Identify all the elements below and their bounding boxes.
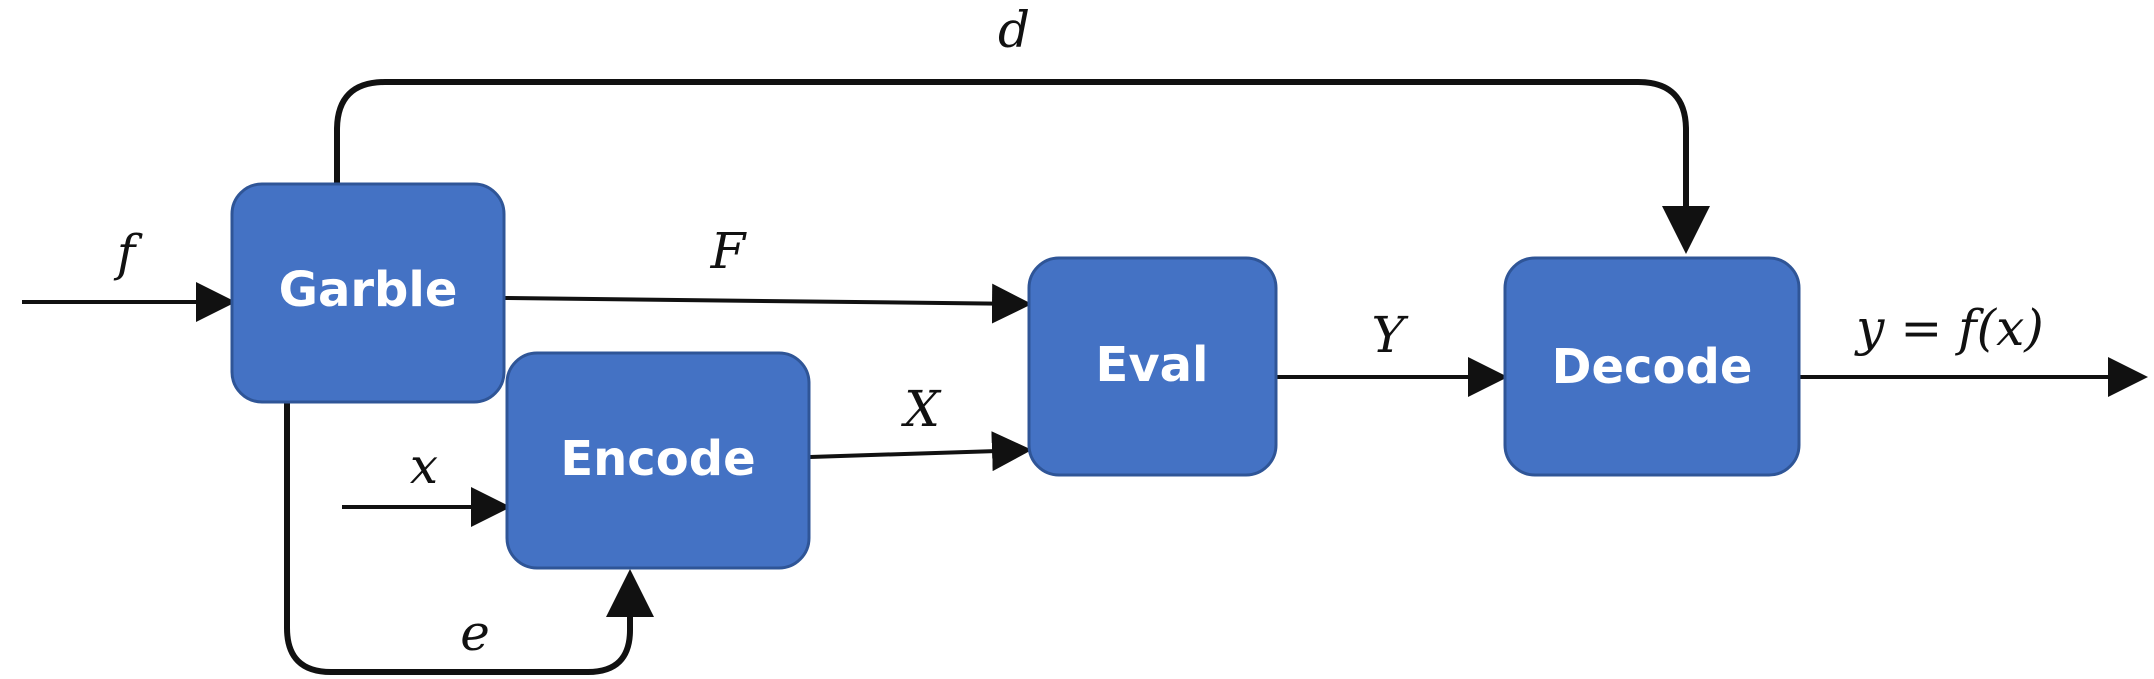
label-x-input: x bbox=[410, 437, 438, 495]
label-X: X bbox=[900, 380, 942, 438]
decode-box: Decode bbox=[1503, 256, 1801, 477]
label-F: F bbox=[710, 222, 748, 280]
garble-label: Garble bbox=[279, 262, 458, 318]
label-e: e bbox=[460, 604, 490, 662]
label-output: y = f(x) bbox=[1854, 299, 2044, 357]
arrow-e-garble-to-encode bbox=[284, 402, 654, 675]
eval-label: Eval bbox=[1096, 337, 1209, 393]
encode-label: Encode bbox=[560, 431, 755, 487]
arrow-X-encode-to-eval bbox=[809, 431, 1032, 472]
label-Y: Y bbox=[1371, 306, 1408, 364]
encode-box: Encode bbox=[505, 351, 811, 570]
arrow-d-garble-to-decode bbox=[334, 79, 1710, 254]
arrow-F-garble-to-eval bbox=[504, 283, 1032, 324]
decode-label: Decode bbox=[1552, 339, 1753, 395]
garble-box: Garble bbox=[230, 182, 506, 404]
eval-box: Eval bbox=[1027, 256, 1278, 477]
label-d: d bbox=[998, 1, 1030, 59]
label-f-input: f bbox=[113, 224, 143, 282]
